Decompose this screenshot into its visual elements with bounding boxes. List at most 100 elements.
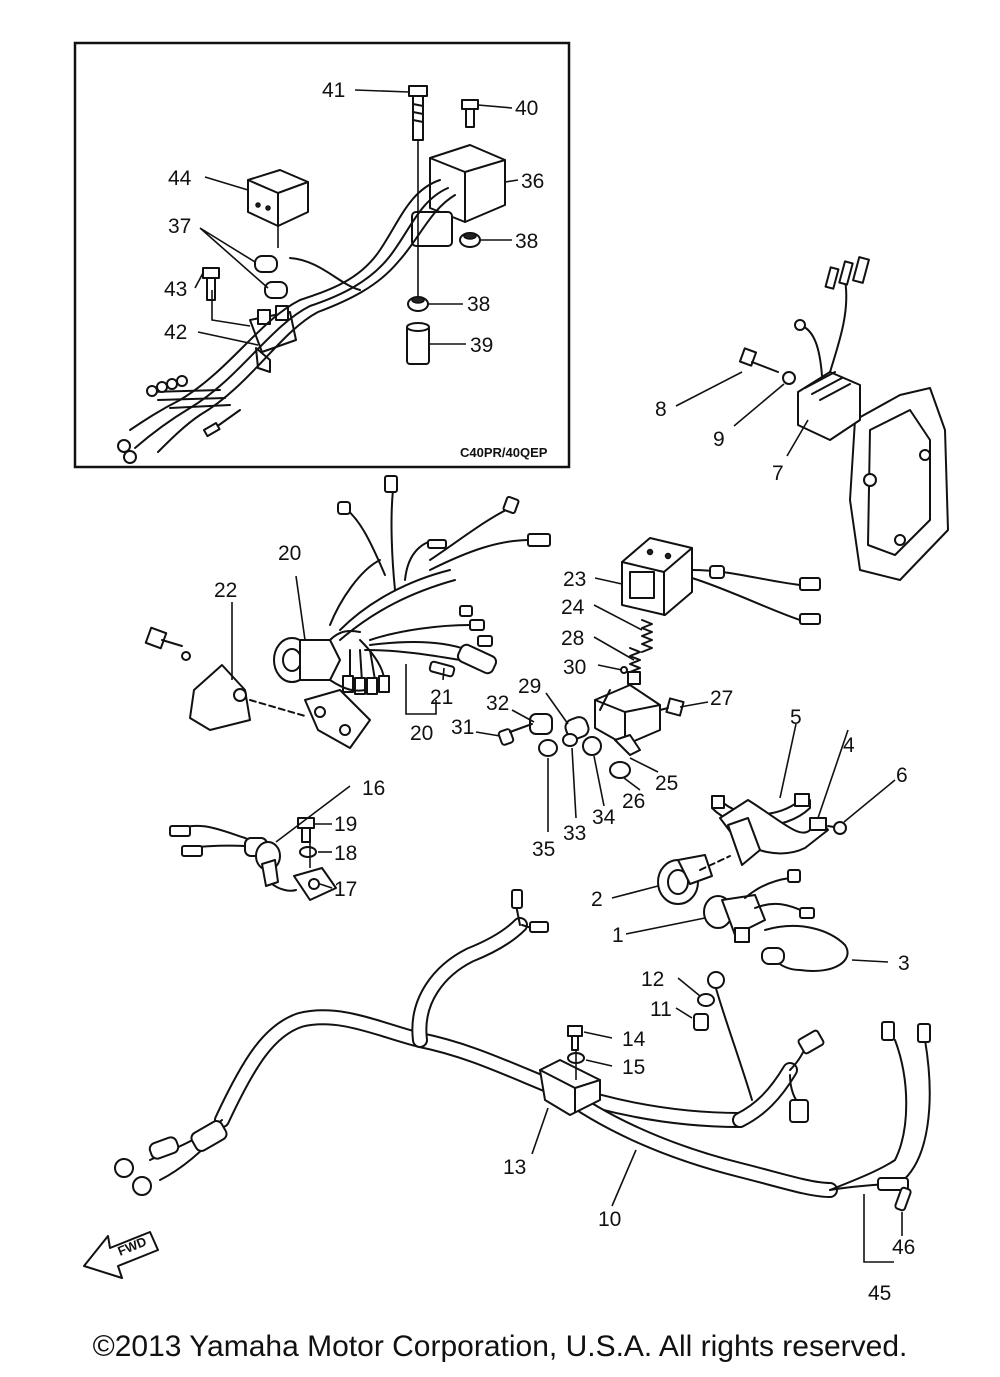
screw-6 <box>827 821 847 835</box>
callout-40: 40 <box>515 97 538 120</box>
plug-cap-3 <box>761 924 849 972</box>
callout-45: 45 <box>868 1282 891 1305</box>
rectifier-regulator-7 <box>794 256 870 441</box>
callout-23: 23 <box>563 568 586 591</box>
clamp-17 <box>271 867 337 901</box>
inset-callouts: 41 40 44 36 37 38 43 38 42 39 C40PR/40QE… <box>164 79 548 460</box>
callout-13: 13 <box>503 1156 526 1179</box>
callout-8: 8 <box>655 398 667 421</box>
callout-37: 37 <box>168 215 191 238</box>
callout-20a: 20 <box>278 542 301 565</box>
callout-7: 7 <box>772 462 784 485</box>
relay-box-36 <box>411 144 506 247</box>
callout-5: 5 <box>790 706 802 729</box>
boots-37 <box>254 255 288 299</box>
callout-20b: 20 <box>410 722 433 745</box>
fuse-21 <box>428 660 456 678</box>
bolt-41 <box>408 85 428 141</box>
bolt-43 <box>202 267 220 301</box>
callout-44: 44 <box>168 167 192 190</box>
callout-17: 17 <box>334 878 357 901</box>
callout-15: 15 <box>622 1056 645 1079</box>
inset-terminals <box>117 375 221 464</box>
inset-panel <box>73 41 571 469</box>
bolt-31 <box>497 723 533 746</box>
solenoid-23 <box>621 537 821 625</box>
bracket-4 <box>719 799 829 866</box>
bolt-27 <box>659 697 685 717</box>
bracket-22 <box>144 626 371 749</box>
cover-44 <box>247 169 309 227</box>
grommet-38a <box>459 232 481 248</box>
collar-34 <box>582 736 602 756</box>
model-label: C40PR/40QEP <box>460 445 548 460</box>
screw-19 <box>297 817 315 843</box>
callout-43: 43 <box>164 278 187 301</box>
grommet-26 <box>609 761 631 779</box>
callout-39: 39 <box>470 334 493 357</box>
forward-arrow: FWD <box>83 1231 159 1279</box>
washer-9 <box>782 371 796 385</box>
engine-bracket <box>849 387 949 581</box>
callout-28: 28 <box>561 627 584 650</box>
callout-12: 12 <box>641 968 664 991</box>
nut-12 <box>697 993 715 1007</box>
switch-16 <box>169 824 281 887</box>
callout-46: 46 <box>892 1236 915 1259</box>
callout-24: 24 <box>561 596 585 619</box>
washer-18 <box>299 846 317 858</box>
ignition-coil-1 <box>703 869 815 943</box>
callout-29: 29 <box>518 675 541 698</box>
inset-harness <box>129 179 456 453</box>
callout-34: 34 <box>592 806 616 829</box>
callout-2: 2 <box>591 888 603 911</box>
callout-30: 30 <box>563 656 586 679</box>
callout-1: 1 <box>612 924 624 947</box>
callout-38a: 38 <box>515 230 538 253</box>
holder-2 <box>657 854 731 905</box>
battery-cable-10 <box>114 889 931 1198</box>
spring-24 <box>641 619 653 653</box>
collar-32 <box>529 713 553 735</box>
callout-6: 6 <box>896 764 908 787</box>
callout-35: 35 <box>532 838 555 861</box>
callout-33: 33 <box>563 822 586 845</box>
callout-11: 11 <box>650 998 672 1021</box>
bolt-40 <box>461 99 479 128</box>
callout-3: 3 <box>898 952 910 975</box>
screw-14 <box>567 1025 583 1051</box>
callout-25: 25 <box>655 772 678 795</box>
nut-35 <box>538 739 558 757</box>
callout-14: 14 <box>622 1028 646 1051</box>
main-harness-20 <box>273 475 551 695</box>
callout-31: 31 <box>451 716 474 739</box>
callout-38b: 38 <box>467 293 490 316</box>
collar-39 <box>406 322 430 365</box>
clamp-13 <box>539 1059 601 1116</box>
callout-32: 32 <box>486 692 509 715</box>
spring-28 <box>627 647 641 685</box>
terminal-42 <box>249 305 297 373</box>
choke-bracket <box>564 684 661 756</box>
callout-19: 19 <box>334 813 357 836</box>
grommet-38b <box>407 296 429 312</box>
callout-21: 21 <box>430 686 453 709</box>
washer-33 <box>562 733 578 747</box>
callout-4: 4 <box>843 734 855 757</box>
callout-16: 16 <box>362 777 385 800</box>
bolt-8 <box>738 347 779 373</box>
copyright-notice: ©2013 Yamaha Motor Corporation, U.S.A. A… <box>92 1330 908 1363</box>
callout-22: 22 <box>214 579 237 602</box>
callout-42: 42 <box>164 321 187 344</box>
callout-36: 36 <box>521 170 544 193</box>
main-callouts: 8 9 7 20 22 23 24 28 30 21 20 29 32 27 3… <box>214 398 915 1305</box>
fuse-46 <box>894 1186 912 1212</box>
callout-10: 10 <box>598 1208 621 1231</box>
callout-9: 9 <box>713 428 725 451</box>
callout-18: 18 <box>334 842 357 865</box>
bolt-11 <box>693 1013 709 1031</box>
callout-41: 41 <box>322 79 345 102</box>
callout-27: 27 <box>710 687 733 710</box>
leader-lines <box>231 371 903 1263</box>
